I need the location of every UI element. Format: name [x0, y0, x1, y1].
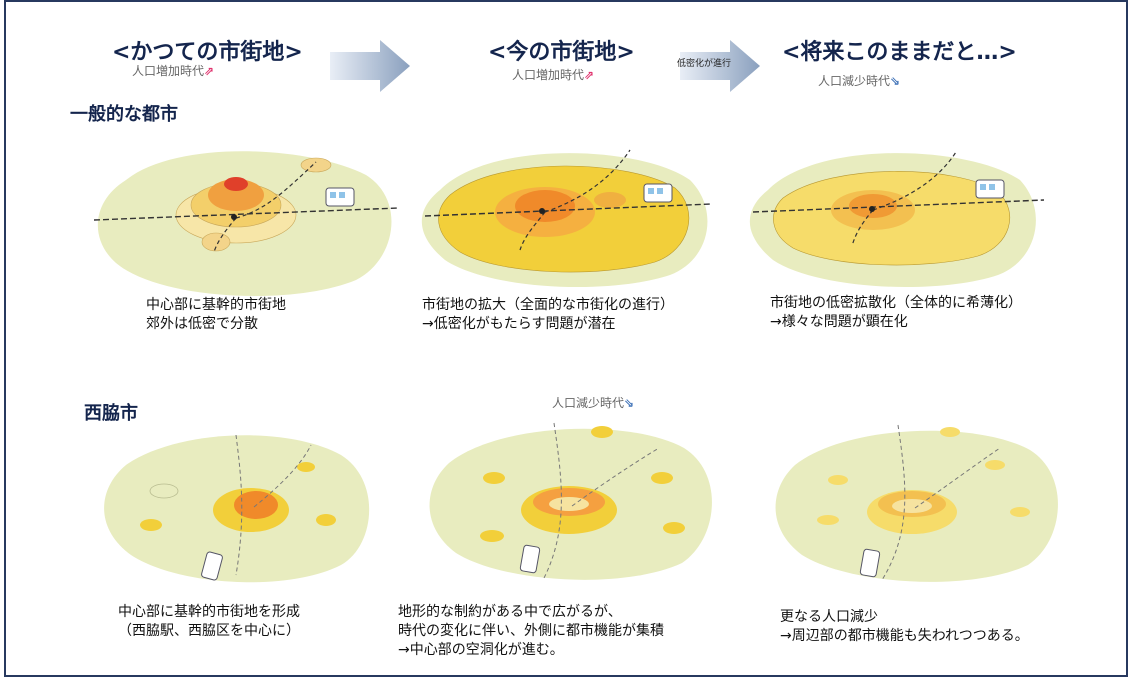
increase-arrow-icon: ⇗ — [204, 64, 215, 78]
general-map-future — [749, 151, 1045, 287]
caption-line: →低密化がもたらす問題が潜在 — [422, 316, 616, 332]
caption-line: →周辺部の都市機能も失われつつある。 — [780, 628, 1029, 644]
era-sub-past-text: 人口増加時代 — [132, 64, 205, 78]
caption-nishiwaki-present: 地形的な制約がある中で広がるが、 時代の変化に伴い、外側に都市機能が集積 →中心… — [398, 603, 664, 660]
caption-line: 郊外は低密で分散 — [146, 316, 258, 332]
caption-line: →中心部の空洞化が進む。 — [398, 642, 564, 658]
era-sub-present-text: 人口増加時代 — [512, 68, 585, 82]
section-title-nishiwaki: 西脇市 — [84, 403, 138, 424]
era-sub-past: 人口増加時代⇗ — [132, 62, 214, 79]
nishiwaki-sub-text: 人口減少時代 — [552, 396, 625, 410]
nishiwaki-map-present — [429, 422, 712, 580]
caption-line: 時代の変化に伴い、外側に都市機能が集積 — [398, 623, 664, 639]
train-icon — [519, 544, 541, 574]
general-map-present — [421, 149, 713, 287]
caption-line: 地形的な制約がある中で広がるが、 — [398, 604, 622, 620]
caption-general-past: 中心部に基幹的市街地 郊外は低密で分散 — [146, 296, 286, 334]
caption-nishiwaki-past: 中心部に基幹的市街地を形成 （西脇駅、西脇区を中心に） — [118, 603, 300, 641]
densification-label: 低密化が進行 — [677, 59, 732, 69]
transition-arrow-1 — [330, 40, 410, 92]
era-sub-present: 人口増加時代⇗ — [512, 66, 594, 83]
section-title-general: 一般的な都市 — [70, 104, 178, 125]
era-title-past: <かつての市街地> — [112, 40, 303, 65]
decrease-arrow-icon: ⇘ — [890, 74, 901, 88]
caption-general-present: 市街地の拡大（全面的な市街化の進行） →低密化がもたらす問題が潜在 — [422, 296, 674, 334]
caption-line: →様々な問題が顕在化 — [770, 314, 908, 330]
nishiwaki-map-past — [104, 434, 370, 583]
increase-arrow-icon: ⇗ — [584, 68, 595, 82]
era-title-present: <今の市街地> — [488, 40, 635, 65]
era-sub-future: 人口減少時代⇘ — [818, 72, 900, 89]
era-sub-future-text: 人口減少時代 — [818, 74, 891, 88]
caption-line: 更なる人口減少 — [780, 609, 878, 625]
caption-line: 中心部に基幹的市街地 — [146, 297, 286, 313]
caption-line: （西脇駅、西脇区を中心に） — [118, 623, 300, 639]
caption-line: 市街地の低密拡散化（全体的に希薄化） — [770, 295, 1022, 311]
caption-nishiwaki-future: 更なる人口減少 →周辺部の都市機能も失われつつある。 — [780, 608, 1029, 646]
era-title-future: <将来このままだと…> — [782, 40, 1017, 65]
train-icon — [859, 548, 881, 578]
train-icon — [201, 551, 223, 581]
general-map-past — [93, 151, 399, 297]
decrease-arrow-icon: ⇘ — [624, 396, 635, 410]
nishiwaki-map-future — [775, 424, 1058, 582]
caption-line: 市街地の拡大（全面的な市街化の進行） — [422, 297, 674, 313]
nishiwaki-sub-present: 人口減少時代⇘ — [552, 394, 634, 411]
caption-line: 中心部に基幹的市街地を形成 — [118, 604, 300, 620]
caption-general-future: 市街地の低密拡散化（全体的に希薄化） →様々な問題が顕在化 — [770, 294, 1022, 332]
transition-arrow-2 — [680, 40, 760, 92]
